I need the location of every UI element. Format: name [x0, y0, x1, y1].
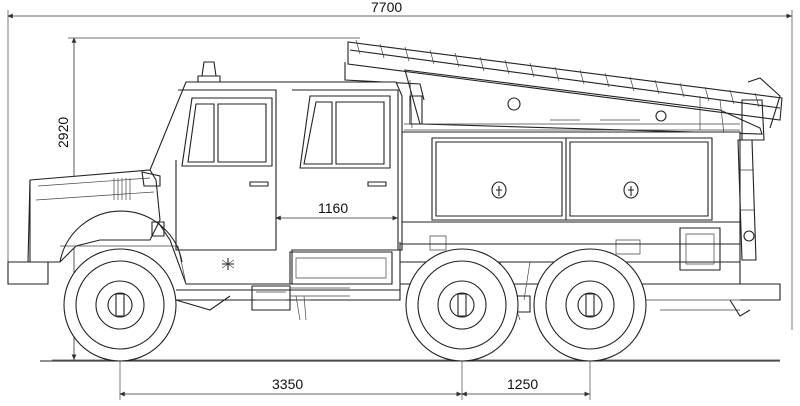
- wheelbase-rear-label: 1250: [507, 376, 538, 392]
- overall-length-label: 7700: [371, 0, 402, 15]
- wheel-middle: [405, 248, 519, 362]
- front-fender: [59, 210, 183, 263]
- wheel-rear: [533, 248, 647, 362]
- cab: 1160: [149, 61, 403, 285]
- hood: [7, 169, 187, 285]
- cab-door-width-label: 1160: [318, 200, 348, 216]
- dimension-wheelbase: 3350 1250: [119, 290, 591, 400]
- equipment-body: [399, 95, 781, 301]
- dimension-overall-length: 7700: [7, 0, 793, 330]
- wheel-front: [63, 248, 177, 362]
- overall-height-label: 2920: [55, 117, 71, 148]
- roof-ladder: [344, 39, 783, 141]
- wheelbase-front-label: 3350: [272, 376, 303, 392]
- chassis: [175, 242, 751, 321]
